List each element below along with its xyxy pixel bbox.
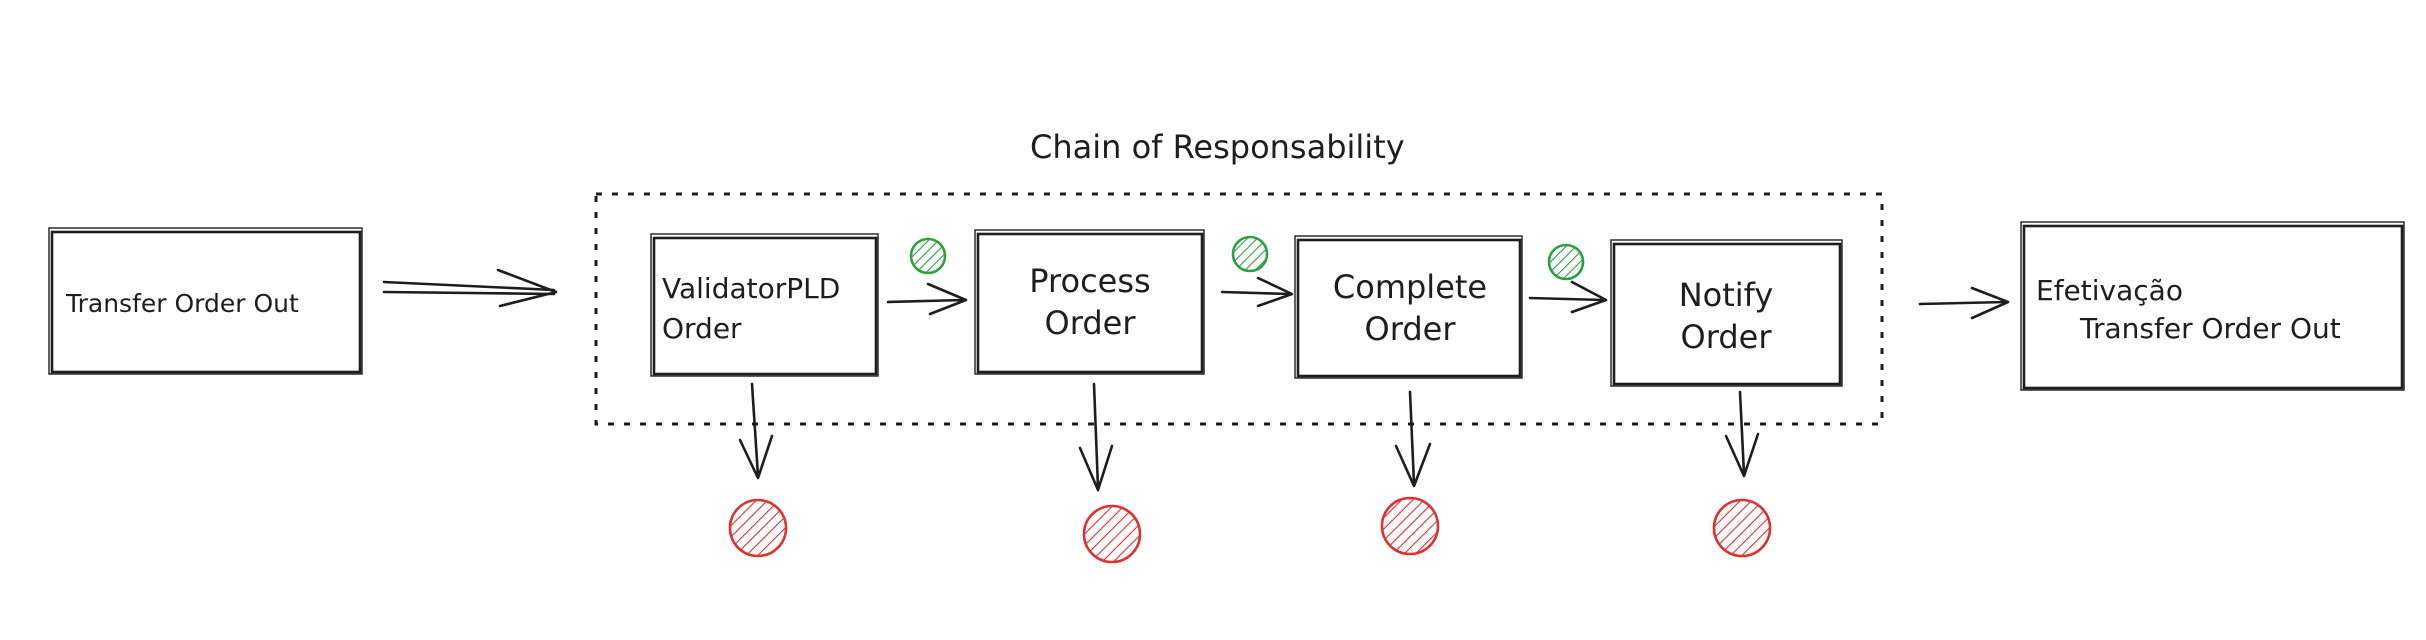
chain-container [594,192,1884,426]
arrow-entry [382,268,558,308]
failure-marker [1712,498,1772,558]
arrow-process-failure [1078,382,1114,492]
success-marker [909,237,947,275]
arrow-complete-failure [1394,390,1432,488]
diagram-title: Chain of Responsability [1030,128,1405,166]
node-label-line-1: Process [1029,262,1150,300]
node-validator-pld-order: ValidatorPLD Order [650,233,879,377]
arrow-exit [1918,286,2010,320]
arrow-complete-to-notify [1528,280,1608,314]
node-transfer-order-out: Transfer Order Out [48,227,363,375]
node-label-line-2: Order [1365,310,1457,348]
success-marker [1231,235,1269,273]
node-label-line-1: Notify [1679,276,1774,314]
node-label-line-2: Transfer Order Out [2079,312,2341,345]
node-label-line-1: ValidatorPLD [662,272,840,305]
success-marker [1547,243,1585,281]
arrow-validator-to-process [886,282,968,316]
failure-marker [1082,504,1142,564]
node-process-order: Process Order [974,229,1205,375]
arrow-validator-failure [738,382,774,480]
node-label-line-1: Complete [1333,268,1487,306]
node-notify-order: Notify Order [1610,239,1843,387]
node-label-line-2: Order [1681,318,1773,356]
arrow-process-to-complete [1220,276,1294,308]
node-efetivacao-transfer-order-out: Efetivação Transfer Order Out [2020,221,2405,391]
node-label-line-2: Order [1045,304,1137,342]
node-complete-order: Complete Order [1294,235,1523,379]
arrow-notify-failure [1724,390,1760,478]
failure-marker [728,498,788,558]
node-label-line-1: Efetivação [2036,274,2183,307]
node-label: Transfer Order Out [65,289,299,318]
failure-marker [1380,496,1440,556]
node-label-line-2: Order [662,312,742,345]
